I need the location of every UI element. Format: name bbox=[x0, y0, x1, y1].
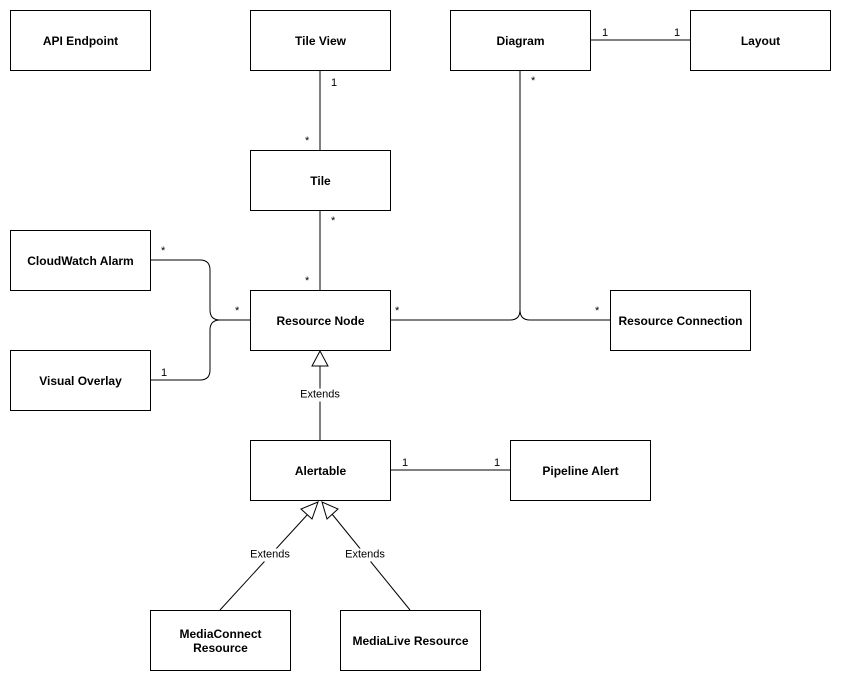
edge-mediaconnect-extends bbox=[219, 513, 309, 611]
class-resource-connection[interactable]: Resource Connection bbox=[610, 290, 751, 351]
multiplicity-label: * bbox=[235, 305, 240, 317]
multiplicity-label: * bbox=[305, 135, 310, 147]
multiplicity-label: * bbox=[531, 75, 536, 87]
class-label: Diagram bbox=[496, 33, 545, 48]
class-label: Tile bbox=[310, 173, 331, 188]
extends-label: Extends bbox=[249, 548, 291, 562]
multiplicity-label: 1 bbox=[402, 457, 409, 469]
inheritance-arrow-mediaconnect bbox=[300, 501, 319, 520]
class-label: Resource Connection bbox=[618, 313, 743, 328]
class-pipeline-alert[interactable]: Pipeline Alert bbox=[510, 440, 651, 501]
class-cloudwatch-alarm[interactable]: CloudWatch Alarm bbox=[10, 230, 151, 291]
multiplicity-label: 1 bbox=[161, 367, 168, 379]
class-label: Layout bbox=[740, 33, 781, 48]
edge-node-connection bbox=[390, 309, 521, 321]
multiplicity-label: 1 bbox=[602, 27, 609, 39]
class-label: MediaLive Resource bbox=[352, 633, 469, 648]
multiplicity-label: * bbox=[305, 275, 310, 287]
multiplicity-label: * bbox=[595, 305, 600, 317]
class-label: Tile View bbox=[295, 33, 346, 48]
class-label: Visual Overlay bbox=[39, 373, 122, 388]
class-label: MediaConnect Resource bbox=[179, 626, 262, 655]
class-label: CloudWatch Alarm bbox=[27, 253, 134, 268]
edge-overlay-node bbox=[150, 319, 221, 381]
class-visual-overlay[interactable]: Visual Overlay bbox=[10, 350, 151, 411]
class-api-endpoint[interactable]: API Endpoint bbox=[10, 10, 151, 71]
class-diagram[interactable]: Diagram bbox=[450, 10, 591, 71]
class-label: Pipeline Alert bbox=[542, 463, 619, 478]
class-label: Alertable bbox=[294, 463, 347, 478]
multiplicity-label: 1 bbox=[331, 77, 338, 89]
class-mediaconnect-resource[interactable]: MediaConnect Resource bbox=[150, 610, 291, 671]
class-alertable[interactable]: Alertable bbox=[250, 440, 391, 501]
multiplicity-label: 1 bbox=[494, 457, 501, 469]
multiplicity-label: * bbox=[395, 305, 400, 317]
edge-diagram-connection bbox=[519, 70, 610, 321]
multiplicity-label: * bbox=[331, 215, 336, 227]
inheritance-arrow-medialive bbox=[321, 501, 339, 520]
class-layout[interactable]: Layout bbox=[690, 10, 831, 71]
class-label: API Endpoint bbox=[42, 33, 119, 48]
class-medialive-resource[interactable]: MediaLive Resource bbox=[340, 610, 481, 671]
edge-medialive-extends bbox=[331, 513, 411, 611]
multiplicity-label: 1 bbox=[674, 27, 681, 39]
multiplicity-label: * bbox=[161, 245, 166, 257]
class-resource-node[interactable]: Resource Node bbox=[250, 290, 391, 351]
class-tile-view[interactable]: Tile View bbox=[250, 10, 391, 71]
extends-label: Extends bbox=[344, 548, 386, 562]
edge-alarm-node bbox=[150, 259, 250, 321]
inheritance-arrow-node bbox=[311, 349, 329, 367]
extends-label: Extends bbox=[299, 388, 341, 402]
class-tile[interactable]: Tile bbox=[250, 150, 391, 211]
class-label: Resource Node bbox=[276, 313, 365, 328]
